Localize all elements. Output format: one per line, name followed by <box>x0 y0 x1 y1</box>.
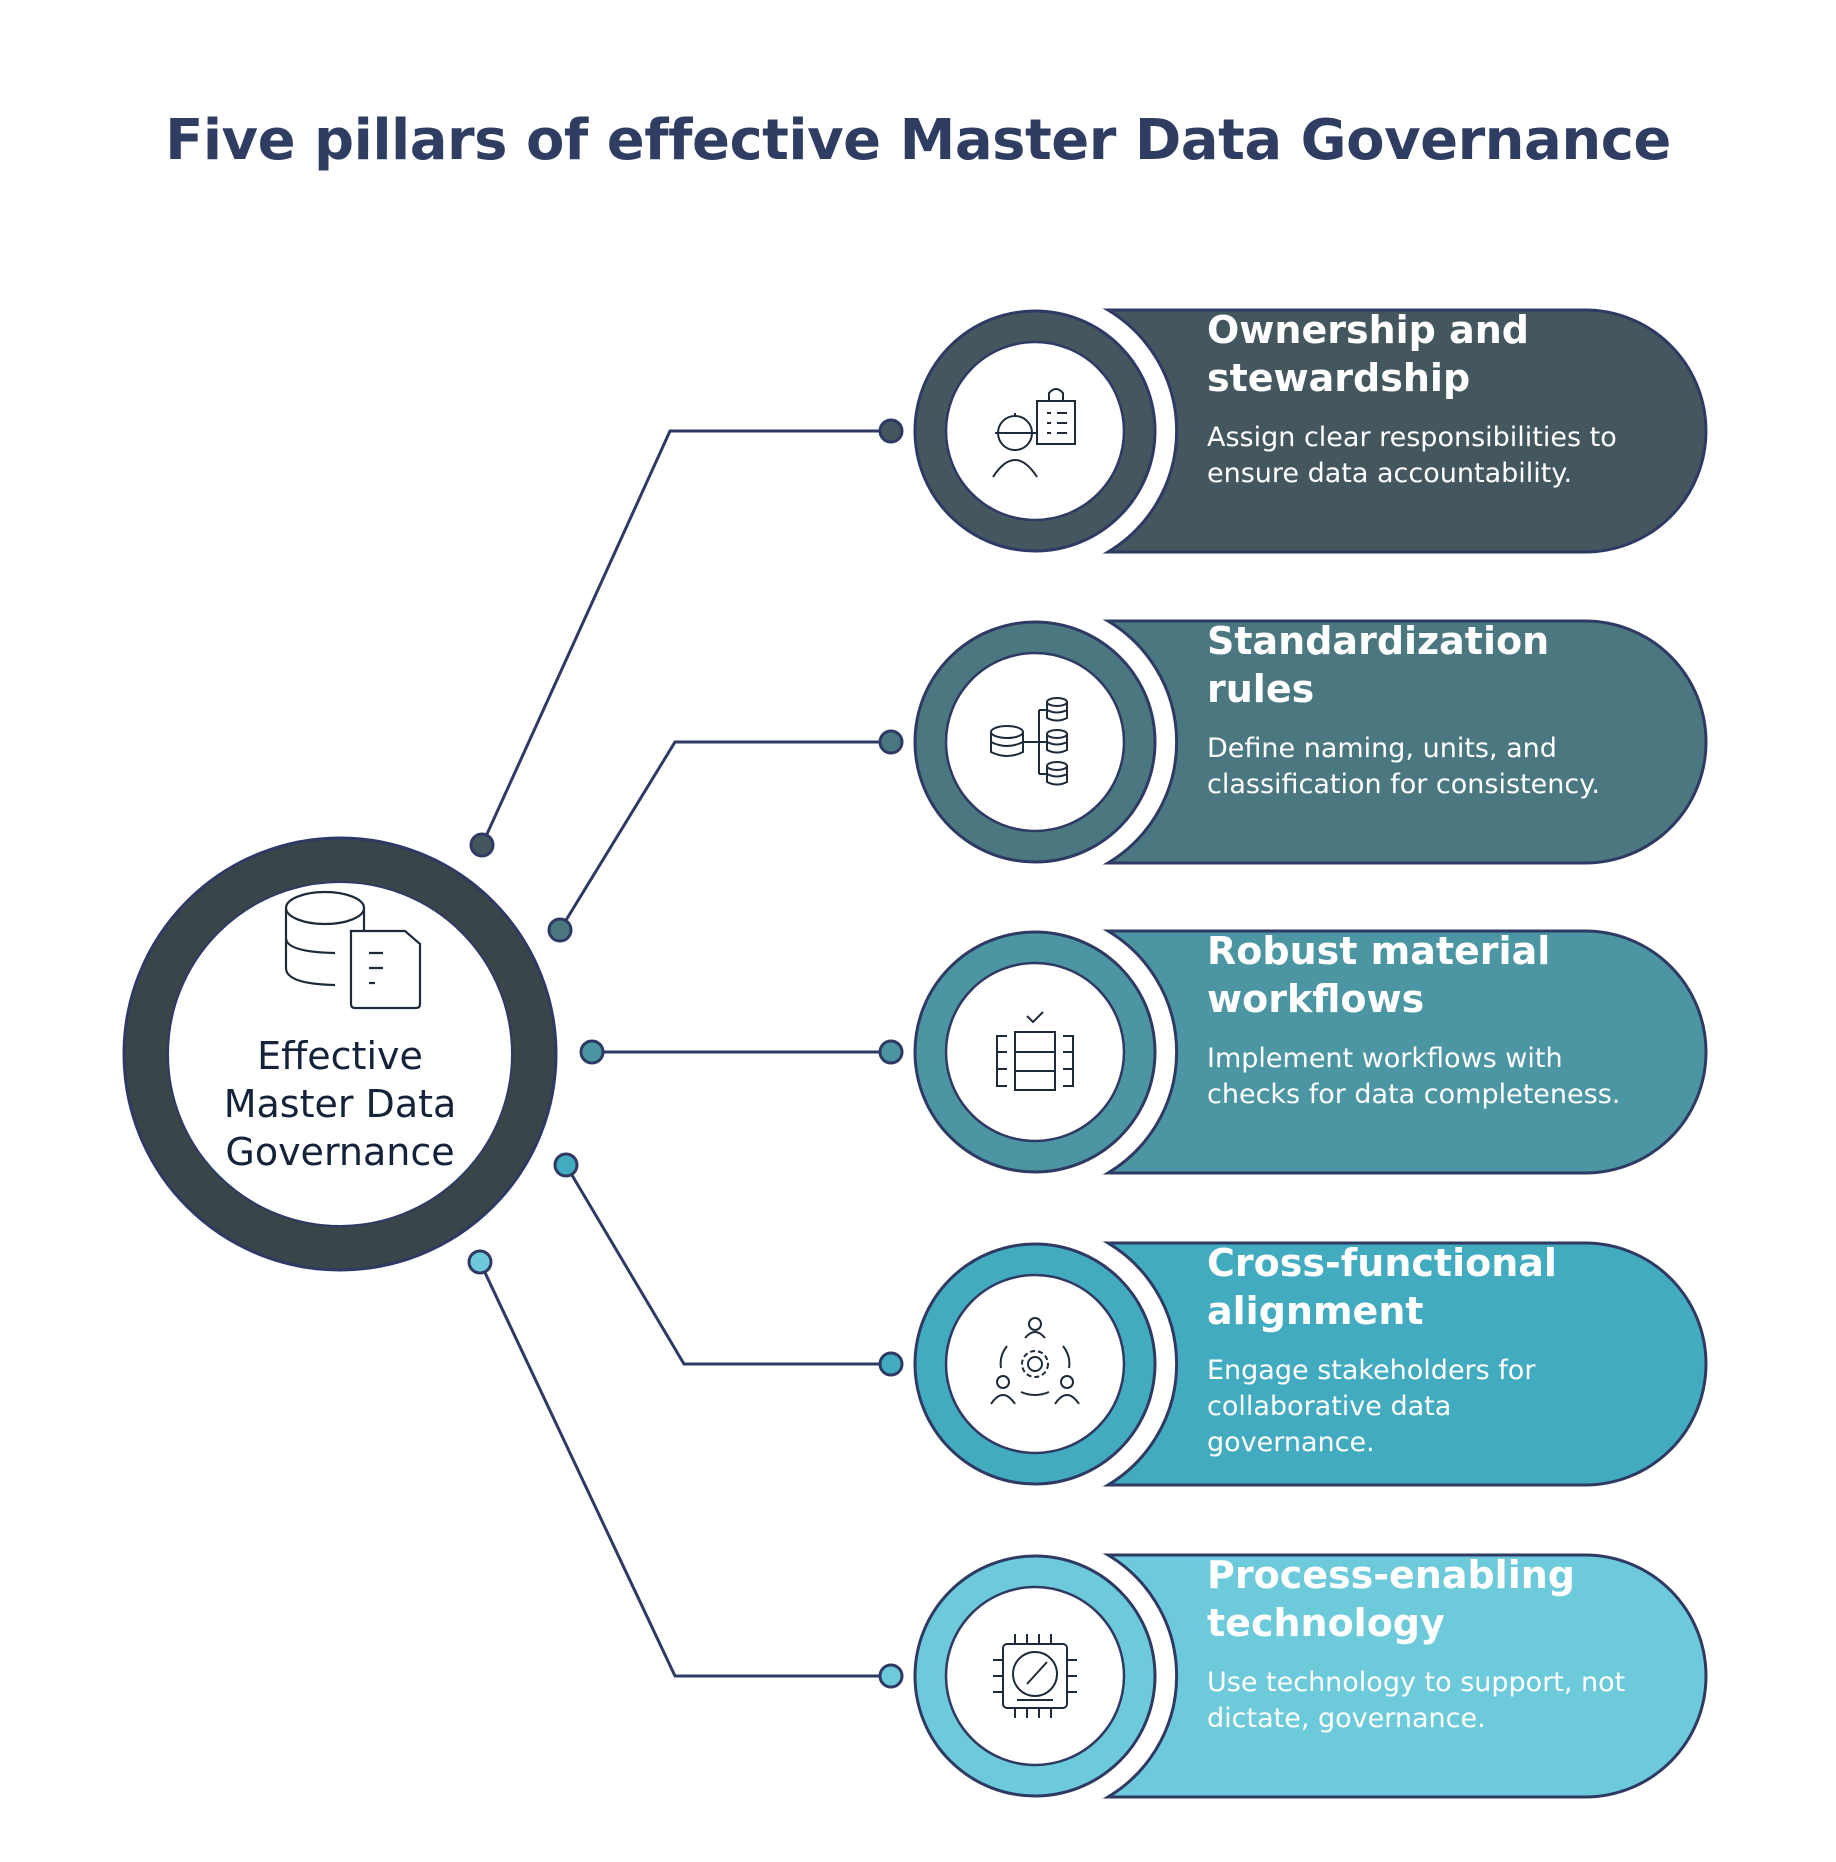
pillar-banner <box>1102 1241 1708 1487</box>
pillar-3 <box>579 929 1708 1175</box>
connector-dot <box>469 832 495 858</box>
pillar-description: Implement workflows with checks for data… <box>1207 1043 1621 1110</box>
connector-dot <box>467 1249 493 1275</box>
center-label-line: Master Data <box>223 1082 457 1126</box>
pillar-4 <box>553 1152 1708 1487</box>
connector-dot <box>878 729 904 755</box>
center-label-line: Governance <box>225 1130 455 1174</box>
connector-dot <box>878 1039 904 1065</box>
center-label-line: Effective <box>257 1034 423 1078</box>
pillar-icon-bg <box>944 340 1126 522</box>
connector-dot <box>553 1152 579 1178</box>
pillar-title: Robust material workflows <box>1207 929 1551 1021</box>
connector-dot <box>547 917 573 943</box>
steward-clipboard-icon <box>992 388 1076 478</box>
pillar-1 <box>469 308 1708 858</box>
connector-dot <box>579 1039 605 1065</box>
page-title: Five pillars of effective Master Data Go… <box>165 108 1671 173</box>
connector-dot <box>878 418 904 444</box>
pillar-5 <box>467 1249 1708 1799</box>
connector-dot <box>878 1663 904 1689</box>
connector-line <box>480 429 891 846</box>
pillar-description: Use technology to support, not dictate, … <box>1207 1667 1626 1734</box>
center-inner <box>167 881 513 1227</box>
pillar-icon-bg <box>944 1273 1126 1455</box>
connector-dot <box>878 1351 904 1377</box>
pillar-title: Cross-functional alignment <box>1207 1241 1557 1333</box>
pillar-description: Define naming, units, and classification… <box>1207 733 1600 800</box>
chip-gauge-icon <box>993 1634 1077 1718</box>
pillar-banner <box>1102 929 1708 1175</box>
pillar-description: Engage stakeholders for collaborative da… <box>1207 1355 1536 1458</box>
pillar-description: Assign clear responsibilities to ensure … <box>1207 422 1617 489</box>
pillar-2 <box>547 619 1708 943</box>
pillar-banner <box>1102 308 1708 554</box>
pillar-banner <box>1102 1553 1708 1799</box>
team-gear-icon <box>990 1317 1080 1405</box>
database-hierarchy-icon <box>990 697 1068 786</box>
database-document-icon <box>284 890 422 1010</box>
pillar-title: Standardization rules <box>1207 619 1550 711</box>
connector-line <box>478 1261 891 1678</box>
pillar-title: Process-enabling technology <box>1207 1553 1575 1645</box>
pillar-title: Ownership and stewardship <box>1207 308 1529 400</box>
pillar-banner <box>1102 619 1708 865</box>
workflow-stack-icon <box>996 1011 1074 1091</box>
connector-line <box>564 1164 891 1366</box>
connector-line <box>558 740 891 931</box>
center-label: Effective Master Data Governance <box>190 1032 490 1176</box>
